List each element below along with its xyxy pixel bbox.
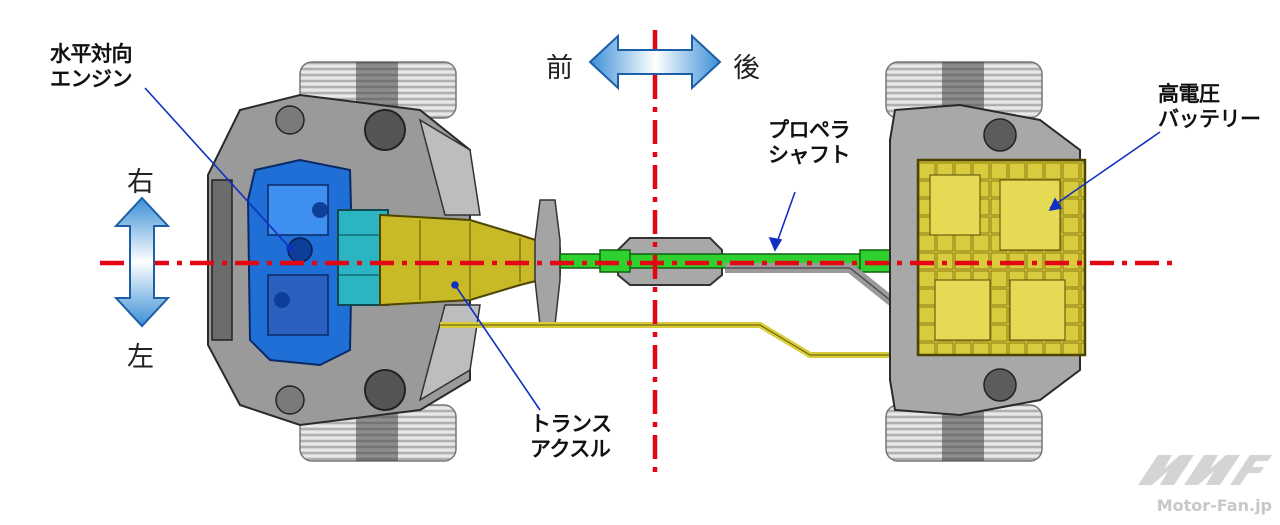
front-label: 前 — [546, 53, 573, 84]
battery-label: 高電圧 バッテリー — [1158, 82, 1261, 132]
battery-label-line2: バッテリー — [1158, 107, 1261, 131]
left-right-arrow — [113, 196, 171, 328]
engine-label-line1: 水平対向 — [50, 42, 133, 66]
propeller-shaft-label-line2: シャフト — [768, 143, 851, 167]
watermark-text: Motor-Fan.jp — [1156, 496, 1272, 515]
hv-battery — [916, 158, 1087, 357]
leader-lines — [144, 87, 1161, 411]
rear-label: 後 — [733, 53, 760, 84]
rear-right-wheel — [885, 61, 1043, 119]
right-label: 右 — [127, 167, 154, 198]
transaxle-label: トランス アクスル — [530, 412, 612, 462]
propeller-shaft-label: プロペラ シャフト — [768, 118, 851, 168]
transaxle-label-line1: トランス — [530, 412, 612, 436]
propeller-shaft-label-line1: プロペラ — [768, 118, 851, 142]
engine-label-line2: エンジン — [50, 67, 133, 91]
motor-fan-logo — [1138, 455, 1272, 485]
hv-cable — [440, 322, 932, 358]
left-label: 左 — [127, 342, 154, 373]
front-rear-arrow — [588, 33, 722, 91]
transaxle-label-line2: アクスル — [530, 437, 611, 461]
transaxle — [379, 213, 561, 307]
battery-label-line1: 高電圧 — [1158, 82, 1220, 106]
engine-label: 水平対向 エンジン — [50, 42, 133, 92]
